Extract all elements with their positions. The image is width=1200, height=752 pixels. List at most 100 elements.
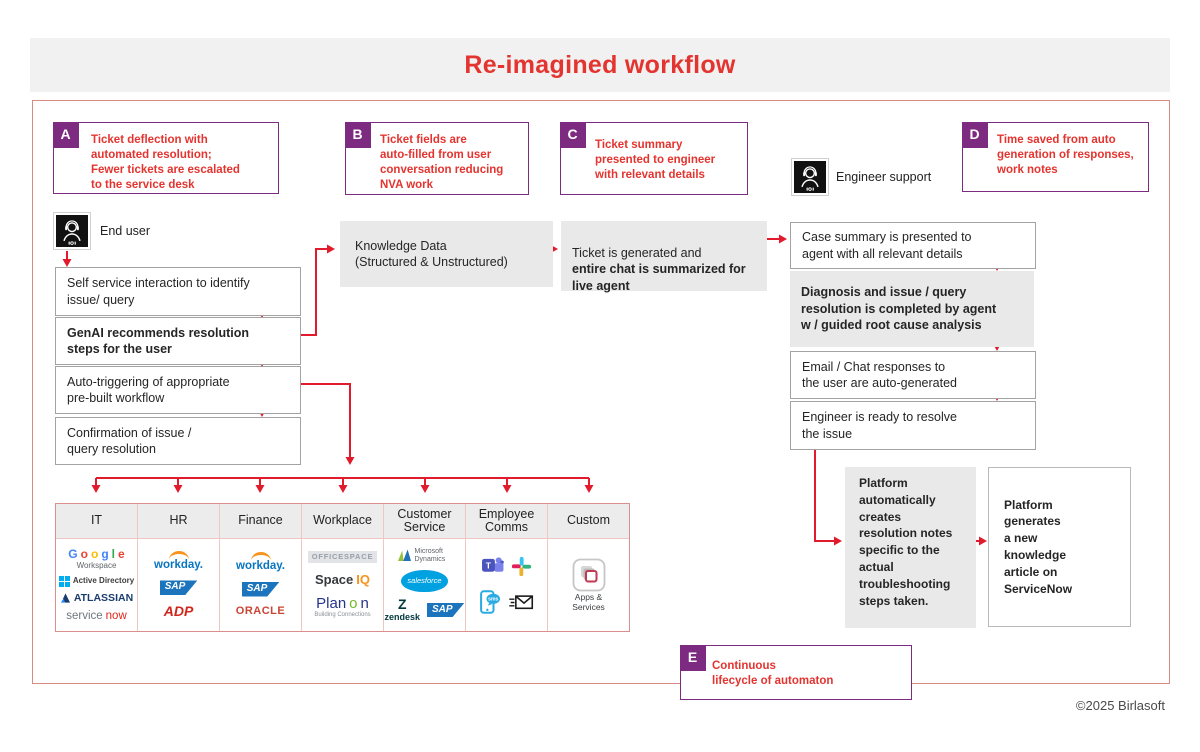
logo-text: IQ bbox=[356, 571, 371, 587]
logo-text: l bbox=[111, 546, 116, 561]
column-header: HR bbox=[138, 504, 219, 539]
callout-b: B Ticket fields are auto-filled from use… bbox=[344, 121, 529, 195]
sms-icon: sms bbox=[479, 590, 501, 615]
callout-b-text: Ticket fields are auto-filled from user … bbox=[380, 134, 504, 191]
logo-teams: T bbox=[481, 556, 504, 576]
logo-text: Workspace bbox=[76, 560, 117, 570]
logo-text: o bbox=[90, 546, 99, 561]
knowledge-data-box: Knowledge Data (Structured & Unstructure… bbox=[340, 221, 553, 287]
atlassian-mark-icon bbox=[60, 593, 71, 604]
ms-window-icon bbox=[58, 575, 70, 587]
ticket-generated-box: Ticket is generated and entire chat is s… bbox=[561, 221, 767, 293]
logo-text: Z bbox=[397, 596, 407, 613]
slack-icon bbox=[511, 556, 532, 577]
engineer-label: Engineer support bbox=[836, 170, 932, 184]
flow-box-self-service: Self service interaction to identify iss… bbox=[55, 267, 301, 316]
column-header: Finance bbox=[220, 504, 301, 539]
logo-sap: SAP bbox=[426, 602, 465, 618]
logo-text: SAP bbox=[431, 603, 453, 615]
ticket-line-2: entire chat is summarized for live agent bbox=[572, 262, 746, 293]
workday-arc-icon bbox=[250, 551, 271, 561]
callout-c: C Ticket summary presented to engineer w… bbox=[559, 121, 748, 195]
logo-text: service bbox=[66, 609, 103, 622]
logo-atlassian: ATLASSIAN bbox=[60, 592, 133, 604]
apps-column-finance: Finance workday. SAP ORACLE bbox=[219, 504, 301, 631]
logo-row: sms bbox=[479, 590, 534, 615]
logo-text: now bbox=[105, 609, 127, 622]
logo-text: workday. bbox=[154, 559, 203, 572]
apps-icon bbox=[572, 558, 606, 592]
flow-box-diagnosis: Diagnosis and issue / query resolution i… bbox=[790, 271, 1034, 347]
logo-text: Active Directory bbox=[72, 576, 135, 586]
flow-box-engineer-ready: Engineer is ready to resolve the issue bbox=[790, 401, 1036, 450]
callout-a-text: Ticket deflection with automated resolut… bbox=[91, 134, 240, 191]
flow-box-genai-recommendation: GenAI recommends resolution steps for th… bbox=[55, 317, 301, 365]
logo-slack bbox=[511, 556, 532, 577]
end-user-label: End user bbox=[100, 224, 151, 238]
logo-workday: workday. bbox=[236, 551, 285, 572]
support-person-icon bbox=[56, 215, 88, 247]
dynamics-icon bbox=[397, 549, 412, 562]
ticket-line-1: Ticket is generated and bbox=[572, 245, 702, 260]
logo-oracle: ORACLE bbox=[236, 606, 285, 618]
logo-officespace: OFFICESPACE bbox=[307, 551, 378, 564]
platform-resolution-notes-box: Platform automatically creates resolutio… bbox=[845, 467, 976, 628]
email-icon bbox=[508, 595, 534, 610]
logo-sms: sms bbox=[479, 590, 501, 615]
column-logos: workday. SAP ORACLE bbox=[220, 539, 301, 631]
logo-row: T bbox=[481, 556, 532, 577]
logo-ms-dynamics: Microsoft Dynamics bbox=[397, 548, 453, 565]
logo-apps-services: Apps &Services bbox=[572, 558, 606, 612]
column-header: IT bbox=[56, 504, 137, 539]
platform-knowledge-article-box: Platform generates a new knowledge artic… bbox=[988, 467, 1131, 627]
callout-d-tag: D bbox=[961, 121, 988, 148]
logo-text: ADP bbox=[163, 603, 194, 620]
logo-text: Microsoft Dynamics bbox=[414, 547, 446, 563]
support-person-icon bbox=[794, 161, 826, 193]
svg-text:T: T bbox=[486, 561, 492, 571]
copyright: ©2025 Birlasoft bbox=[1075, 698, 1165, 713]
page-title: Re-imagined workflow bbox=[464, 50, 736, 79]
callout-e-tag: E bbox=[679, 644, 706, 671]
teams-icon: T bbox=[481, 556, 504, 576]
end-user-icon bbox=[53, 212, 91, 250]
logo-text: salesforce bbox=[407, 575, 442, 585]
engineer-icon bbox=[791, 158, 829, 196]
callout-a-tag: A bbox=[52, 121, 79, 148]
flow-box-auto-responses: Email / Chat responses to the user are a… bbox=[790, 351, 1036, 399]
logo-text: SAP bbox=[246, 583, 268, 594]
callout-e-text: Continuous lifecycle of automaton bbox=[712, 660, 834, 687]
logo-text: Space bbox=[314, 571, 354, 587]
logo-text: G bbox=[68, 546, 78, 561]
workday-arc-icon bbox=[168, 551, 189, 560]
logo-adp: ADP bbox=[164, 604, 194, 619]
logo-text: g bbox=[101, 546, 109, 561]
logo-sap: SAP bbox=[241, 582, 280, 597]
column-header: Customer Service bbox=[384, 504, 465, 539]
logo-text: Building Connections bbox=[314, 612, 371, 619]
logo-text: Services bbox=[572, 602, 605, 612]
title-bar: Re-imagined workflow bbox=[30, 38, 1170, 92]
callout-d: D Time saved from auto generation of res… bbox=[961, 121, 1149, 192]
flow-box-confirmation: Confirmation of issue / query resolution bbox=[55, 417, 301, 465]
logo-text: e bbox=[118, 546, 125, 561]
logo-text: o bbox=[80, 546, 88, 561]
logo-active-directory: Active Directory bbox=[58, 575, 135, 587]
logo-email bbox=[508, 595, 534, 610]
logo-text: o bbox=[349, 594, 358, 612]
logo-text: workday. bbox=[236, 559, 285, 572]
